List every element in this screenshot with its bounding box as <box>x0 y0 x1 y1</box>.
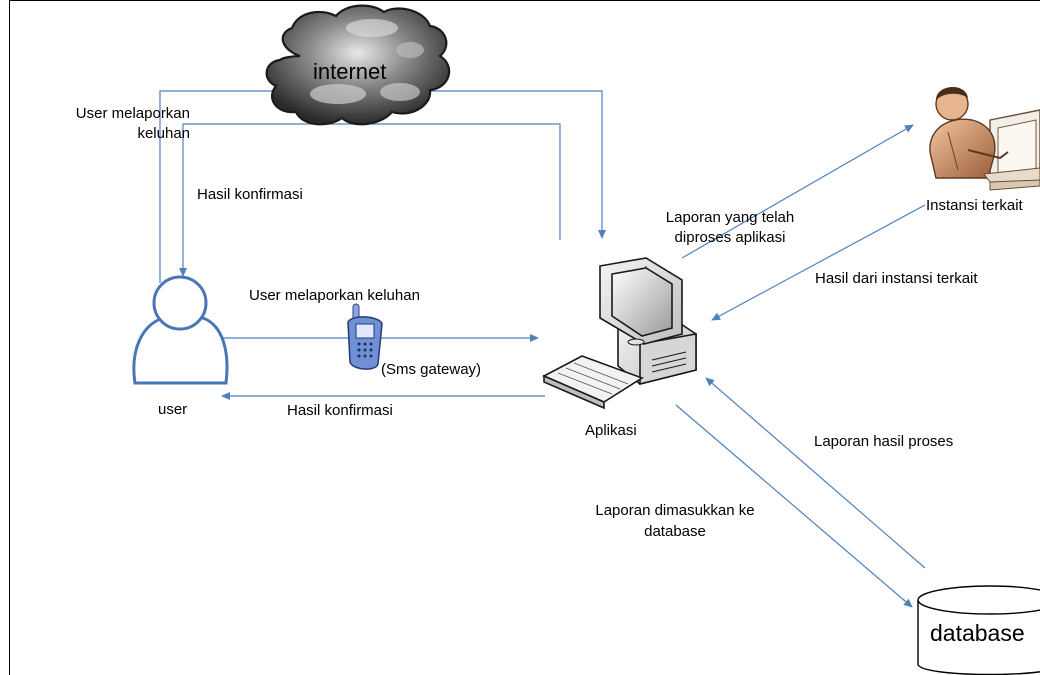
cloud-icon <box>265 4 451 126</box>
edge-app-to-db <box>675 404 913 608</box>
person-at-computer-icon <box>929 86 1040 191</box>
phone-icon <box>347 303 383 370</box>
edge-internet-to-app <box>430 90 606 239</box>
edge-user-to-internet <box>159 90 280 283</box>
edge-db-to-app <box>705 377 926 569</box>
edge-app-to-instansi <box>681 124 914 259</box>
label-app-to-instansi: Laporan yang telah diproses aplikasi <box>665 209 795 246</box>
label-app-to-db: Laporan dimasukkan ke database <box>595 502 755 540</box>
database-label: database <box>930 620 1025 646</box>
label-instansi-to-app: Hasil dari instansi terkait <box>815 270 978 287</box>
diagram-frame <box>9 0 1040 675</box>
instansi-label: Instansi terkait <box>926 197 1023 214</box>
edge-instansi-to-app <box>711 204 926 321</box>
label-sms-gateway: (Sms gateway) <box>381 361 482 378</box>
internet-label: internet <box>313 59 387 84</box>
aplikasi-label: Aplikasi <box>585 422 637 439</box>
label-app-to-user-sms: Hasil konfirmasi <box>287 402 393 419</box>
database-icon <box>917 585 1040 675</box>
label-db-to-app: Laporan hasil proses <box>814 433 954 450</box>
label-user-to-internet: User melaporkan keluhan <box>75 105 190 142</box>
label-internet-to-user: Hasil konfirmasi <box>197 186 303 203</box>
user-label: user <box>158 401 188 418</box>
computer-icon <box>542 257 697 410</box>
user-icon <box>132 275 229 385</box>
label-user-to-app-sms: User melaporkan keluhan <box>249 287 420 304</box>
